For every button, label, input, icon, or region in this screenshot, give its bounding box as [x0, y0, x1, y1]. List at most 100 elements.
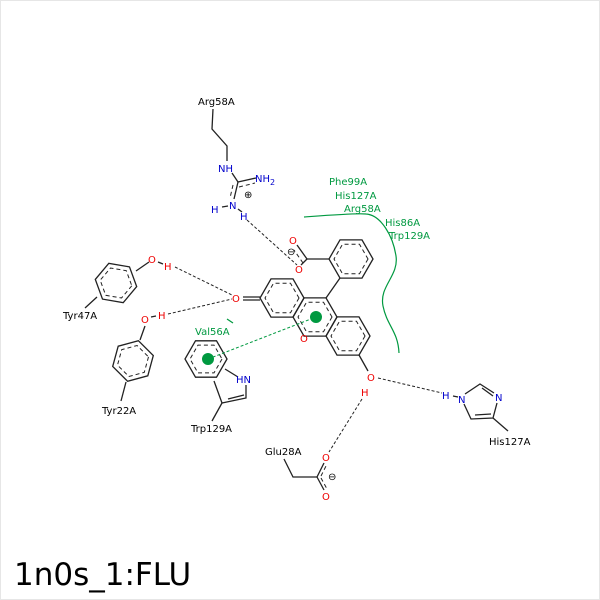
his-ring: [474, 413, 492, 416]
tyr47-ring-aromatic-bonds: [99, 267, 133, 299]
hydrophobic-contact-val56: [226, 318, 234, 324]
tyr22-oh: [150, 315, 157, 318]
phenyl-link: [325, 277, 341, 299]
negative-charge: ⊖: [287, 247, 295, 258]
tyr22-ring-aromatic-bonds: [116, 344, 150, 378]
atom-h: H: [361, 388, 369, 399]
atom-nh2: NH2: [255, 174, 275, 187]
atom-o: O: [148, 255, 156, 266]
xanthene-left-ring: [259, 278, 305, 318]
label-glu28: Glu28A: [265, 447, 302, 458]
glu-carboxyl: [320, 463, 328, 477]
arg-bond: [238, 182, 256, 188]
residue-labels: Arg58A Tyr47A Tyr22A Trp129A His127A Glu…: [62, 97, 531, 458]
atom-nh2-subscript: 2: [270, 178, 275, 187]
label-val56: Val56A: [195, 327, 230, 338]
benzoate-ring: [328, 239, 374, 279]
carboxyl-bond: [293, 249, 304, 264]
trp-pyrrole: [224, 368, 239, 378]
aromatic-rings: [94, 239, 374, 383]
his-ring: [481, 387, 494, 397]
label-trp129: Trp129A: [190, 424, 232, 435]
label-his127-hydrophobic: His127A: [335, 191, 377, 202]
trp-pyrrole-double: [227, 394, 245, 400]
trp-pyrrole: [213, 380, 247, 404]
atom-n: N: [495, 393, 502, 404]
pi-stacking-trp129: [207, 316, 317, 360]
hbond-tyr22: [167, 298, 233, 315]
atom-nh: NH: [218, 164, 233, 175]
label-his127: His127A: [489, 437, 531, 448]
atom-o: O: [322, 492, 330, 503]
covalent-bonds: [84, 108, 509, 491]
tyr47-ring: [94, 262, 138, 304]
hydrophobic-contact-curve: [303, 213, 400, 354]
positive-charge: ⊕: [244, 190, 252, 201]
atom-h: H: [240, 212, 248, 223]
atom-o: O: [141, 315, 149, 326]
his-ring: [463, 402, 498, 420]
pi-centroid-trp: [202, 353, 214, 365]
trp-benzene-ring: [184, 340, 228, 378]
benzoate-ring-aromatic-bonds: [333, 243, 369, 275]
tyr47-bond: [135, 261, 150, 272]
atom-o: O: [367, 373, 375, 384]
xanthene-left-ring-aromatic-bonds: [264, 282, 300, 314]
label-tyr47: Tyr47A: [62, 311, 97, 322]
xanthene-right-ring: [325, 316, 371, 356]
glu-carboxyl: [316, 462, 325, 478]
atom-h: H: [211, 205, 219, 216]
arg-bond: [231, 172, 239, 183]
atom-o: O: [300, 334, 308, 345]
negative-charge: ⊖: [328, 472, 336, 483]
atom-hn: HN: [236, 375, 251, 386]
label-his86: His86A: [385, 218, 420, 229]
tyr47-bond: [84, 296, 98, 309]
tyr47-oh: [157, 261, 164, 265]
glu-side-chain: [283, 458, 317, 478]
xanthene-middle-ring-aromatic-bonds: [297, 301, 333, 333]
atom-o: O: [289, 236, 297, 247]
atom-o: O: [232, 294, 240, 305]
trp-benzene-ring-aromatic-bonds: [189, 344, 223, 374]
pi-centroid-ligand: [310, 311, 322, 323]
trp-bond: [211, 402, 223, 422]
atom-h: H: [164, 262, 172, 273]
tyr22-bond: [120, 381, 127, 402]
atom-labels: NH NH2 ⊕ N H H O ⊖ O O O O H O H O H HN …: [141, 164, 502, 503]
arg-bond: [229, 184, 234, 199]
diagram-title: 1n0s_1:FLU: [14, 557, 191, 593]
arg-side-chain: [211, 108, 228, 161]
hydroxyl-bond: [358, 354, 369, 372]
label-phe99: Phe99A: [329, 177, 367, 188]
label-arg58-hydrophobic: Arg58A: [344, 204, 381, 215]
nh-bond: [221, 205, 229, 208]
interactions: [167, 213, 443, 453]
glu-carboxyl: [320, 477, 328, 490]
atom-n: N: [229, 201, 236, 212]
atom-h: H: [442, 391, 450, 402]
hbond-tyr47: [174, 266, 233, 296]
tyr22-ring: [111, 339, 155, 383]
his-ring: [464, 383, 495, 395]
label-tyr22: Tyr22A: [101, 406, 136, 417]
arg-bond: [233, 181, 239, 200]
hbond-his127: [377, 377, 443, 394]
label-arg58: Arg58A: [198, 97, 235, 108]
atom-n: N: [458, 395, 465, 406]
nh-bond: [237, 208, 243, 213]
tyr22-bond: [139, 325, 146, 341]
xanthene-right-ring-aromatic-bonds: [330, 320, 366, 352]
atom-o: O: [322, 453, 330, 464]
carboxyl-bond: [296, 244, 308, 260]
hbond-glu28: [328, 398, 363, 453]
atom-h: H: [158, 311, 166, 322]
carboxyl-bond: [300, 258, 308, 266]
arg-bond: [237, 177, 257, 183]
label-trp129-hydrophobic: Trp129A: [388, 231, 430, 242]
atom-nh2-text: NH: [255, 174, 270, 185]
his-nh: [452, 395, 459, 398]
glu-carboxyl: [316, 476, 325, 491]
